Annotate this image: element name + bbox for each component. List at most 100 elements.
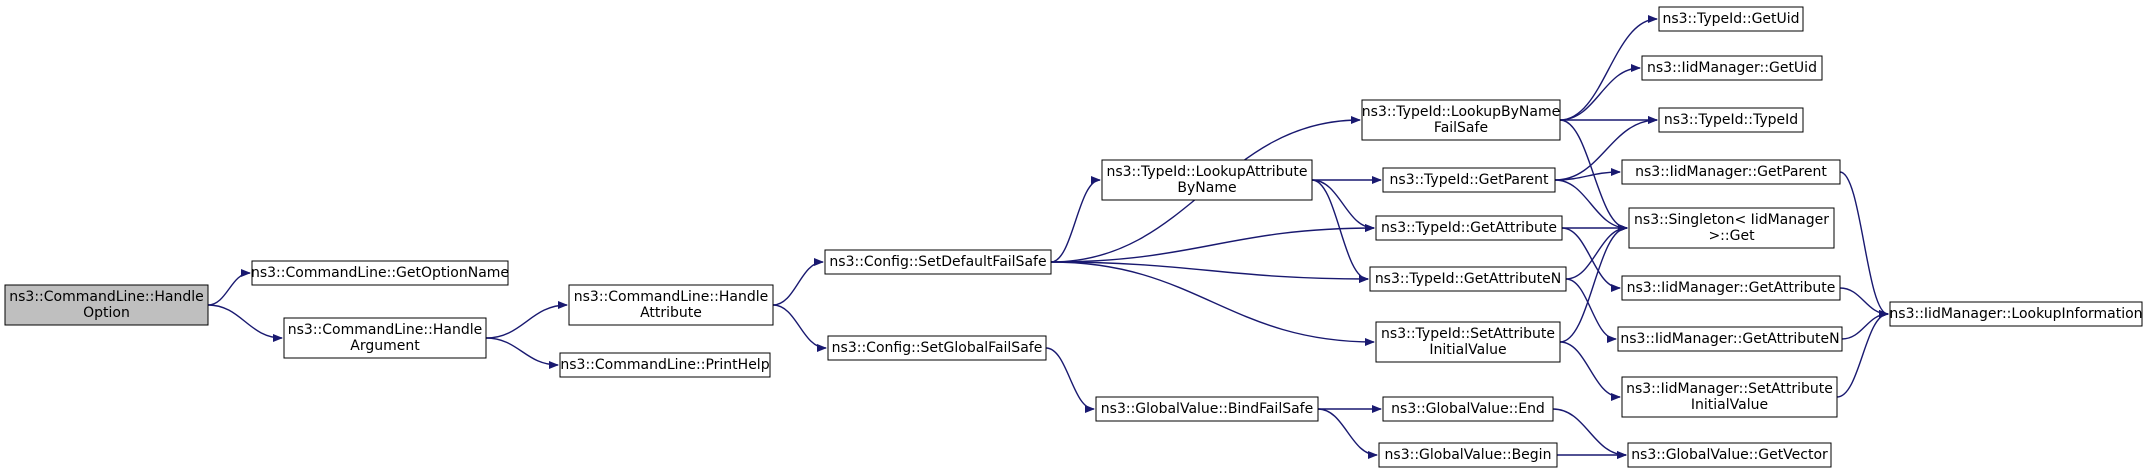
node-box — [1889, 301, 2143, 327]
edge-handle-attribute-to-set-global-failsafe — [772, 304, 827, 352]
node-label: ns3::GlobalValue::GetVector — [1631, 447, 1828, 463]
edge-arrow — [1552, 408, 1627, 459]
edge-typeid-get-parent-to-typeid-typeid — [1554, 116, 1658, 181]
node-iid-set-attr-initial[interactable]: ns3::IidManager::SetAttributeInitialValu… — [1621, 376, 1838, 418]
node-box — [1101, 159, 1313, 201]
nodes-layer: ns3::CommandLine::HandleOptionns3::Comma… — [4, 6, 2143, 468]
node-iid-get-attribute[interactable]: ns3::IidManager::GetAttribute — [1621, 275, 1841, 301]
edge-iid-get-attribute-to-iid-lookup-information — [1839, 287, 1889, 318]
node-set-default-failsafe[interactable]: ns3::Config::SetDefaultFailSafe — [824, 249, 1052, 275]
edge-handle-option-to-handle-argument — [207, 304, 283, 342]
node-box — [824, 249, 1052, 275]
node-label: ns3::GlobalValue::Begin — [1385, 447, 1552, 463]
node-get-option-name[interactable]: ns3::CommandLine::GetOptionName — [251, 260, 509, 286]
node-label: ns3::IidManager::GetAttribute — [1627, 280, 1836, 296]
node-box — [251, 260, 509, 286]
edge-typeid-get-parent-to-iid-get-parent — [1554, 168, 1621, 181]
edge-arrow — [1841, 310, 1889, 340]
edge-handle-option-to-get-option-name — [207, 269, 251, 306]
edge-arrow — [1836, 310, 1889, 398]
edge-arrow — [207, 269, 251, 306]
node-typeid-get-uid[interactable]: ns3::TypeId::GetUid — [1658, 6, 1804, 32]
node-box — [1641, 55, 1823, 81]
node-label: ns3::TypeId::LookupAttribute — [1106, 164, 1307, 180]
node-iid-get-uid[interactable]: ns3::IidManager::GetUid — [1641, 55, 1823, 81]
edge-typeid-get-parent-to-singleton-get — [1554, 179, 1628, 232]
edge-lookup-by-name-failsafe-to-typeid-get-uid — [1559, 15, 1658, 121]
node-label: ns3::Config::SetDefaultFailSafe — [829, 254, 1046, 270]
node-label: ns3::TypeId::GetAttribute — [1381, 220, 1557, 236]
edge-lookup-by-name-failsafe-to-iid-get-uid — [1559, 64, 1641, 121]
node-typeid-typeid[interactable]: ns3::TypeId::TypeId — [1658, 107, 1804, 133]
edge-arrow — [1561, 227, 1621, 292]
node-label: ns3::IidManager::LookupInformation — [1889, 306, 2142, 322]
node-label: ns3::CommandLine::Handle — [9, 289, 203, 305]
edge-arrow — [1317, 408, 1378, 459]
node-label: ns3::Config::SetGlobalFailSafe — [832, 340, 1043, 356]
edge-global-bind-failsafe-to-global-begin — [1317, 408, 1378, 459]
node-label: ns3::IidManager::GetParent — [1635, 164, 1827, 180]
node-global-get-vector[interactable]: ns3::GlobalValue::GetVector — [1627, 442, 1832, 468]
node-typeid-get-parent[interactable]: ns3::TypeId::GetParent — [1382, 167, 1556, 193]
edge-arrow — [1559, 15, 1658, 121]
node-box — [1628, 207, 1835, 249]
node-label: ns3::TypeId::TypeId — [1664, 112, 1798, 128]
node-box — [1658, 107, 1804, 133]
node-global-begin[interactable]: ns3::GlobalValue::Begin — [1378, 442, 1558, 468]
edge-arrow — [1050, 176, 1101, 263]
edge-arrow — [1311, 179, 1375, 232]
node-typeid-get-attribute-n[interactable]: ns3::TypeId::GetAttributeN — [1369, 266, 1567, 292]
node-box — [1369, 266, 1567, 292]
edge-arrow — [1559, 224, 1628, 343]
edge-handle-argument-to-handle-attribute — [485, 301, 568, 339]
edge-arrow — [485, 337, 559, 369]
node-box — [1382, 396, 1554, 422]
node-typeid-get-attribute[interactable]: ns3::TypeId::GetAttribute — [1375, 215, 1563, 241]
edge-handle-attribute-to-set-default-failsafe — [772, 258, 824, 306]
node-singleton-get[interactable]: ns3::Singleton< IidManager >::Get — [1628, 207, 1835, 249]
edge-arrow — [207, 304, 283, 342]
node-label: ns3::GlobalValue::End — [1391, 401, 1545, 417]
node-iid-get-parent[interactable]: ns3::IidManager::GetParent — [1621, 159, 1841, 185]
node-label: ns3::IidManager::SetAttribute — [1626, 381, 1833, 397]
edge-typeid-set-attr-initial-to-iid-set-attr-initial — [1559, 341, 1621, 401]
node-iid-lookup-information[interactable]: ns3::IidManager::LookupInformation — [1889, 301, 2143, 327]
node-label: ns3::IidManager::GetAttributeN — [1620, 331, 1839, 347]
edges-layer — [207, 15, 1889, 459]
edge-arrow — [1839, 287, 1889, 318]
edge-arrow — [1565, 224, 1628, 280]
node-label: FailSafe — [1434, 120, 1488, 136]
node-global-bind-failsafe[interactable]: ns3::GlobalValue::BindFailSafe — [1095, 396, 1319, 422]
edge-arrow — [1565, 278, 1617, 343]
edge-arrow — [1554, 179, 1628, 232]
edge-iid-get-parent-to-iid-lookup-information — [1839, 171, 1889, 318]
edge-typeid-get-attribute-to-iid-get-attribute — [1561, 227, 1621, 292]
node-iid-get-attribute-n[interactable]: ns3::IidManager::GetAttributeN — [1617, 326, 1843, 352]
edge-arrow — [1559, 64, 1641, 121]
node-box — [568, 284, 774, 326]
node-box — [1621, 275, 1841, 301]
node-box — [1095, 396, 1319, 422]
node-label: ns3::TypeId::GetUid — [1662, 11, 1799, 27]
node-label: InitialValue — [1691, 397, 1768, 413]
edge-arrow — [1045, 347, 1095, 413]
node-box — [559, 352, 771, 378]
edge-arrow — [772, 304, 827, 352]
node-box — [1382, 167, 1556, 193]
node-set-global-failsafe[interactable]: ns3::Config::SetGlobalFailSafe — [827, 335, 1047, 361]
node-label: ns3::CommandLine::Handle — [574, 289, 768, 305]
node-label: ns3::CommandLine::GetOptionName — [251, 265, 509, 281]
node-label: ns3::TypeId::LookupByName — [1362, 104, 1560, 120]
edge-arrow — [1050, 261, 1369, 283]
node-box — [1378, 442, 1558, 468]
node-print-help[interactable]: ns3::CommandLine::PrintHelp — [559, 352, 771, 378]
node-label: ns3::IidManager::GetUid — [1647, 60, 1817, 76]
node-global-end[interactable]: ns3::GlobalValue::End — [1382, 396, 1554, 422]
